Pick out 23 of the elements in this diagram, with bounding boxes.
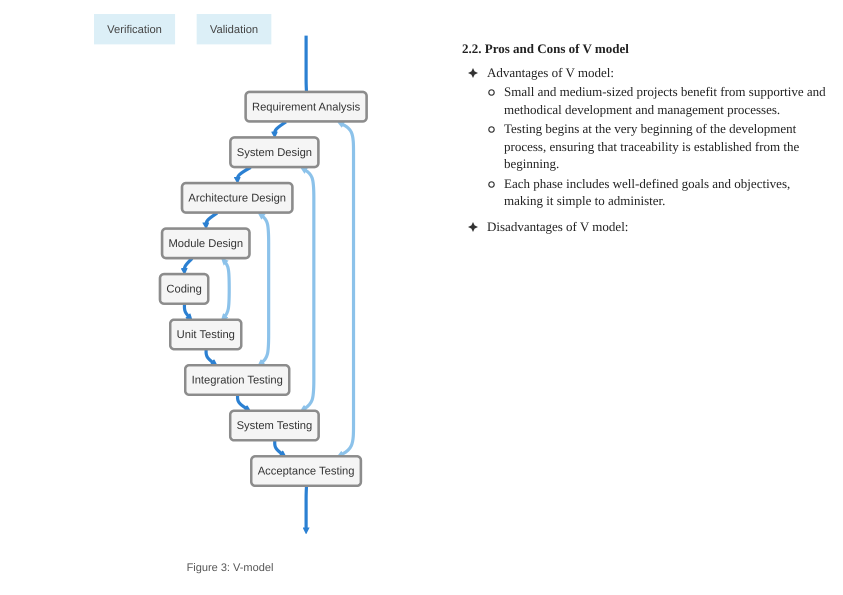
arrow — [233, 166, 251, 184]
figure-caption: Figure 3: V-model — [186, 562, 274, 574]
section-heading: 2.2. Pros and Cons of V model — [462, 40, 629, 58]
list-item: Advantages of V model: — [487, 64, 614, 82]
arrow — [220, 258, 230, 320]
arrow — [204, 349, 218, 366]
list-item: Each phase includes well-defined goals and objectives, making it simple to administer. — [504, 174, 792, 210]
arrow — [235, 394, 250, 412]
list-item: Small and medium-sized projects benefit from supportive and methodical development and management processes. — [504, 83, 827, 118]
arrow — [180, 257, 193, 275]
connector — [304, 36, 308, 93]
arrow — [257, 212, 270, 366]
node-box: Verification — [94, 14, 175, 44]
node-box: Validation — [196, 14, 271, 44]
arrow — [336, 122, 355, 458]
arrow — [182, 304, 192, 320]
list-item: Testing begins at the very beginning of the development process, ensuring that traceability is established from the beginning. — [504, 120, 800, 173]
list-item: Disadvantages of V model: — [487, 218, 628, 236]
arrow — [302, 486, 310, 534]
arrow — [272, 440, 286, 458]
arrow — [270, 120, 286, 138]
arrow — [202, 212, 218, 230]
arrow — [300, 167, 315, 412]
